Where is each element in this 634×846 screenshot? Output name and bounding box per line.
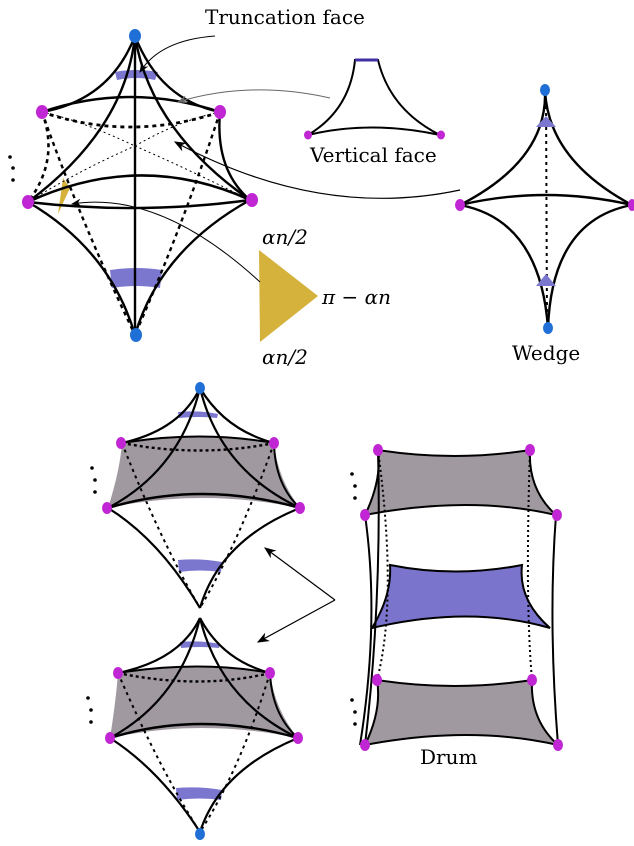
wedge-label: Wedge [512, 341, 580, 365]
lower-piece [86, 617, 303, 840]
hyperideal-vertex [22, 195, 34, 209]
ideal-vertex-bottom [130, 328, 142, 342]
vertical-face-label: Vertical face [309, 143, 437, 167]
upper-piece [90, 382, 305, 609]
angle-label-top: αn/2 [262, 225, 308, 249]
top-polyhedron [8, 29, 258, 342]
wedge-shape [455, 84, 634, 334]
truncation-face-top [115, 70, 158, 80]
drum-shape [350, 444, 563, 751]
angle-label-bottom: αn/2 [262, 345, 308, 369]
drum-label: Drum [420, 745, 477, 769]
angle-label-right: π − αn [321, 285, 391, 309]
hyperideal-vertex [214, 105, 226, 119]
truncation-face-label: Truncation face [205, 5, 365, 29]
angle-triangle [259, 250, 318, 342]
vertical-face-shape [304, 58, 445, 140]
hyperideal-vertex [246, 193, 258, 207]
hyperideal-vertex [36, 105, 48, 119]
ideal-vertex-top [129, 29, 141, 43]
